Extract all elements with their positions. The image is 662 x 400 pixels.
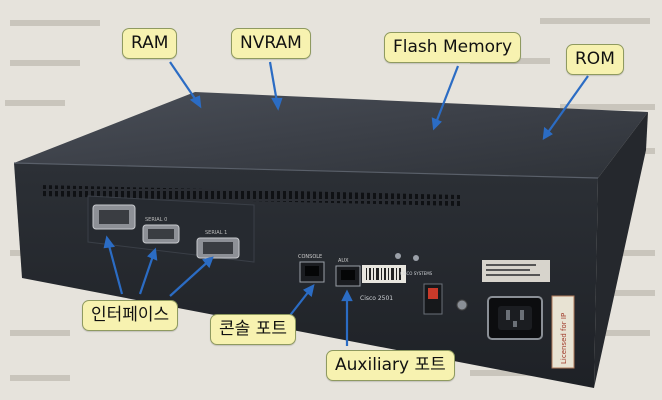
serial0-marking: SERIAL 0: [145, 217, 167, 223]
router-top-panel: [14, 92, 648, 178]
power-switch: [423, 283, 443, 315]
license-text: Licensed for IP: [560, 313, 568, 364]
callout-flash-memory: Flash Memory: [384, 32, 522, 63]
serial-connector-0: [92, 204, 136, 230]
console-port: [299, 261, 325, 283]
vent-grille: [40, 185, 460, 206]
callout-arrows: [103, 61, 589, 346]
callout-nvram: NVRAM: [231, 28, 311, 59]
brand-marking: CISCO SYSTEMS: [400, 271, 433, 276]
serial-connector-1: [142, 224, 180, 244]
console-marking: CONSOLE: [298, 254, 322, 260]
serial1-marking: SERIAL 1: [205, 230, 227, 236]
router-side-panel: [594, 112, 648, 388]
power-inlet: [487, 296, 543, 340]
model-marking: Cisco 2501: [360, 295, 393, 302]
aux-marking: AUX: [338, 258, 349, 264]
callout-interface: 인터페이스: [82, 300, 179, 331]
callout-rom: ROM: [566, 44, 624, 75]
callout-ram: RAM: [122, 28, 178, 59]
barcode-label: [362, 265, 406, 283]
serial-connector-2: [196, 237, 240, 259]
license-sticker: Licensed for IP: [551, 295, 575, 369]
callout-aux-port: Auxiliary 포트: [326, 350, 455, 381]
callout-console-port: 콘솔 포트: [210, 314, 296, 345]
aux-port: [335, 265, 361, 287]
